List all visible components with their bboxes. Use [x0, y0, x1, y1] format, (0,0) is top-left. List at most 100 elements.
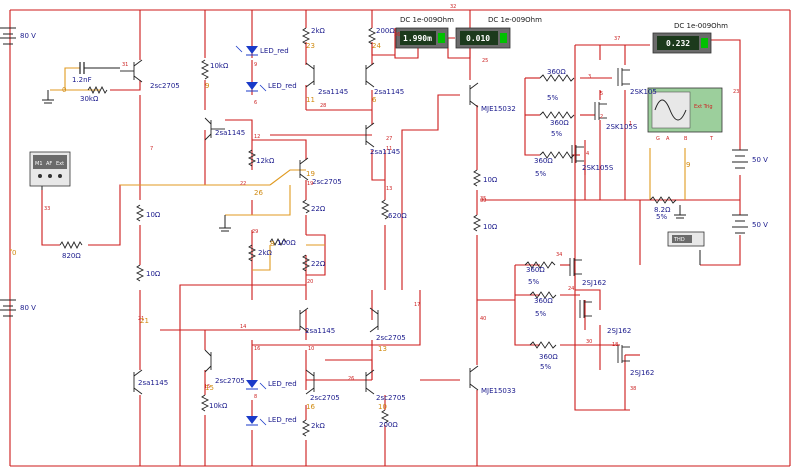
net-label: 28 — [320, 103, 326, 109]
dc-meter[interactable]: DC 1e-009Ohm 1.990m — [395, 16, 454, 49]
net-label: 16 — [254, 346, 260, 352]
transistor-label: MJE15033 — [481, 387, 516, 395]
transistor-label: 2SJ162 — [607, 327, 631, 335]
transistor-label: 2sa1145 — [318, 88, 348, 96]
resistor-label: 22Ω — [311, 205, 326, 213]
resistor-r13 — [380, 199, 390, 220]
component-labels: 2sc2705 2sa1145 2sc2705 2sa1145 2sa1145 … — [62, 27, 671, 430]
net-label: 5 — [600, 91, 603, 97]
net-label: 3 — [588, 74, 591, 80]
resistor-r20 — [539, 111, 575, 119]
transistor-label: 2sa1145 — [215, 129, 245, 137]
resistor-label: 30kΩ — [80, 95, 99, 103]
net-label: 23 — [306, 42, 315, 50]
resistor-label: 2kΩ — [311, 27, 326, 35]
resistor-r14 — [472, 169, 482, 187]
led-label: LED_red — [268, 416, 297, 424]
net-label: 10 — [378, 403, 387, 411]
resistor-r10 — [135, 204, 145, 222]
net-label: 14 — [240, 324, 246, 330]
transistor-label: 2sa1145 — [370, 148, 400, 156]
led-label: LED_red — [260, 47, 289, 55]
wires-black — [41, 90, 701, 265]
net-label: 35 — [480, 196, 486, 202]
resistor-r6 — [301, 199, 311, 214]
resistor-r2 — [200, 59, 210, 80]
resistor-label: 360Ω — [526, 266, 545, 274]
resistor-r25 — [649, 196, 677, 204]
thd-analyzer[interactable]: THD — [667, 231, 705, 247]
net-label: 19 — [307, 181, 313, 187]
net-label: 26 — [254, 189, 263, 197]
net-label: 37 — [614, 36, 620, 42]
net-label: 32 — [450, 4, 456, 10]
tolerance-label: 5% — [540, 363, 551, 371]
resistor-label: 820Ω — [62, 252, 81, 260]
oscilloscope[interactable]: Ext Trig G A B T — [647, 87, 723, 142]
mosfet-q17 — [571, 145, 584, 163]
net-label: 38 — [630, 386, 636, 392]
resistor-r18 — [380, 409, 390, 424]
transistor-label: 2SK105 — [630, 88, 657, 96]
transistor-q11 — [365, 369, 375, 395]
resistor-label: 8.2Ω — [654, 206, 671, 214]
net-label: 31 — [122, 62, 128, 68]
net-label: 18 — [612, 342, 618, 348]
osc-label: T — [709, 136, 714, 142]
dc-meter[interactable]: DC 1e-009Ohm 0.010 — [455, 16, 542, 49]
net-label: 24 — [372, 42, 381, 50]
led-3 — [246, 380, 267, 390]
transistor-label: 2sc2705 — [312, 178, 342, 186]
osc-label: A — [666, 136, 670, 142]
transistor-q14 — [469, 365, 479, 391]
resistor-label: 2kΩ — [258, 249, 273, 257]
resistor-r8 — [247, 244, 257, 262]
net-label: 9 — [686, 161, 690, 169]
resistor-r17 — [301, 419, 311, 437]
net-label: 9 — [205, 82, 209, 90]
net-labels-red: 32 31 6 7 12 22 33 14 16 21 15 20 17 13 … — [44, 4, 739, 400]
net-label: 15 — [204, 384, 210, 390]
resistor-label: 22Ω — [311, 260, 326, 268]
net-label: 40 — [480, 316, 486, 322]
net-label: 0 — [12, 249, 16, 257]
supply-label: 50 V — [752, 156, 768, 164]
transistor-symbols — [120, 59, 630, 395]
dc-meter[interactable]: DC 1e-009Ohm 0.232 — [652, 22, 728, 54]
resistor-label: 360Ω — [547, 68, 566, 76]
led-4 — [246, 416, 267, 426]
net-label: 13 — [378, 345, 387, 353]
net-label: 25 — [482, 58, 488, 64]
net-label: 16 — [306, 403, 315, 411]
transistor-label: 2sc2705 — [310, 394, 340, 402]
resistor-r3 — [301, 27, 311, 45]
meter-header: DC 1e-009Ohm — [674, 22, 728, 30]
led-2 — [246, 82, 267, 92]
transistor-q9 — [369, 307, 379, 333]
meter-header: DC 1e-009Ohm — [400, 16, 454, 24]
meter-value: 1.990m — [403, 34, 432, 43]
tolerance-label: 5% — [528, 278, 539, 286]
thd-label: THD — [673, 237, 685, 243]
net-label: 1 — [629, 121, 632, 127]
net-label: 0 — [62, 86, 66, 94]
capacitor-label: 1.2nF — [72, 76, 92, 84]
resistor-label: 100Ω — [277, 239, 296, 247]
net-label: 29 — [252, 229, 258, 235]
net-label: 11 — [386, 146, 392, 152]
resistor-label: 12kΩ — [256, 157, 275, 165]
net-label: 11 — [306, 96, 315, 104]
osc-label: Ext Trig — [694, 104, 713, 110]
transistor-label: 2sc2705 — [150, 82, 180, 90]
mosfet-q15 — [617, 68, 630, 86]
function-generator[interactable]: M1 AF Ext — [29, 151, 71, 187]
supply-top-left: 80 V — [0, 27, 36, 45]
net-label: 19 — [306, 170, 315, 178]
net-labels-orange: 23 24 6 9 11 0 19 8 26 15 16 10 9 13 21 … — [12, 42, 690, 411]
net-label: 22 — [240, 181, 246, 187]
resistor-label: 200Ω — [379, 421, 398, 429]
mosfet-q19 — [579, 300, 592, 318]
resistor-label: 2kΩ — [311, 422, 326, 430]
tolerance-label: 5% — [547, 94, 558, 102]
led-label: LED_red — [268, 82, 297, 90]
